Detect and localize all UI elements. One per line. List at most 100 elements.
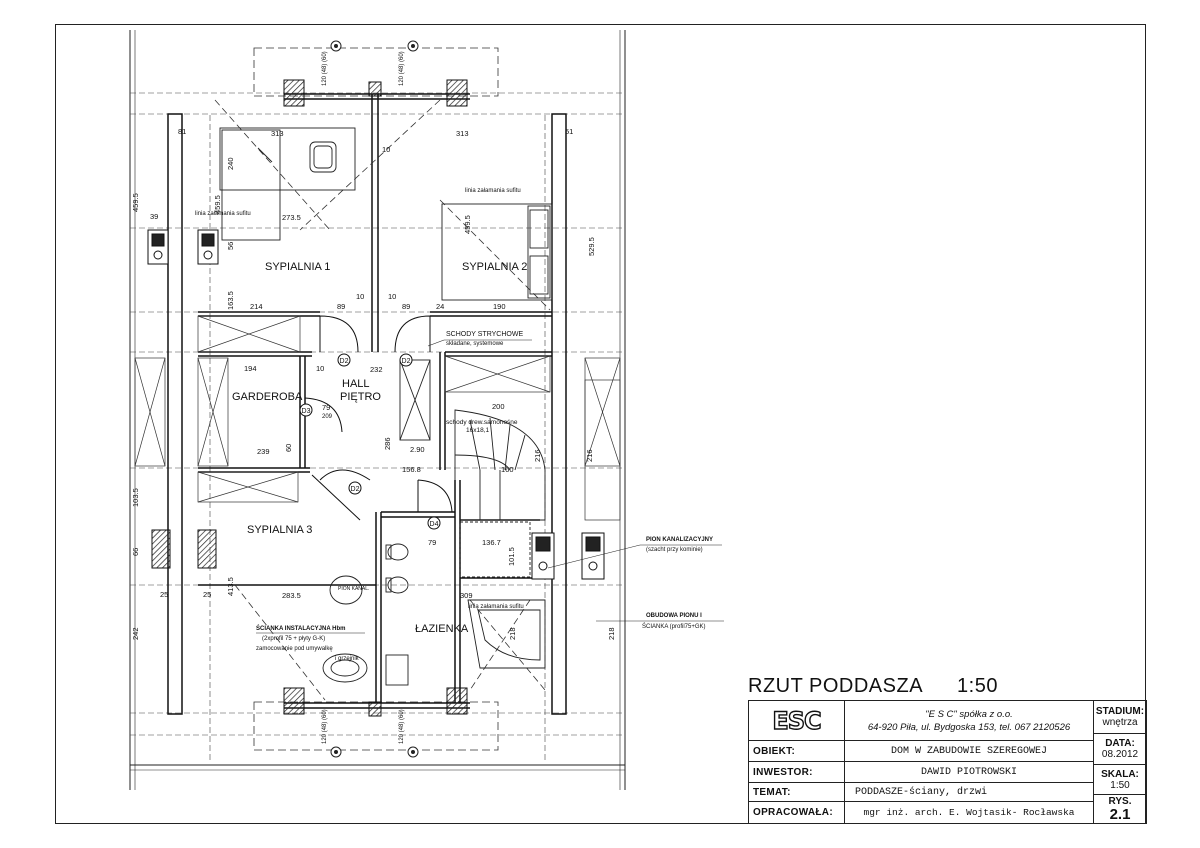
stadium-value: wnętrza xyxy=(1102,717,1138,728)
dim-2735: 273.5 xyxy=(282,213,301,222)
dim-10d: 10 xyxy=(316,364,324,373)
room-labels: SYPIALNIA 1 SYPIALNIA 2 GARDEROBA HALL P… xyxy=(232,261,527,635)
note-linia-3: linia załamania sufitu xyxy=(468,604,524,610)
dim-4135: 413.5 xyxy=(226,577,235,596)
dim-194: 194 xyxy=(244,364,257,373)
dim-1035: 103.5 xyxy=(131,488,140,507)
skala-label: SKALA: xyxy=(1101,768,1139,780)
note-scianka-sub-2: zamocowanie pod umywalkę xyxy=(256,646,333,652)
wardrobe-boxes xyxy=(134,315,621,521)
skala-value: 1:50 xyxy=(1110,779,1130,791)
room-label-garderoba: GARDEROBA xyxy=(232,391,303,403)
sheet-title-text: RZUT PODDASZA xyxy=(748,675,924,697)
dim-25b: 25 xyxy=(203,590,211,599)
dim-242: 242 xyxy=(131,627,140,640)
room-label-sypialnia-2: SYPIALNIA 2 xyxy=(462,261,527,273)
note-scianka-sub-3: i grzejnik xyxy=(335,656,360,662)
drawing-frame xyxy=(55,24,1146,824)
dim-160: 160 xyxy=(501,465,514,474)
door-tag-d2-a: D2 xyxy=(337,353,351,367)
stadium-label: STADIUM: xyxy=(1095,706,1145,717)
dim-218a: 218 xyxy=(508,627,517,640)
sheet-title-scale: 1:50 xyxy=(957,675,998,697)
note-scianka-instalacyjna: ŚCIANKA INSTALACYJNA Hbm xyxy=(256,625,345,632)
dim-190: 190 xyxy=(493,302,506,311)
svg-text:D4: D4 xyxy=(430,521,439,528)
axis-markers xyxy=(330,40,419,758)
dim-313a: 313 xyxy=(271,129,284,138)
dim-81: 81 xyxy=(178,127,186,136)
note-schody-strychowe-sub: składane, systemowe xyxy=(446,341,504,347)
room-label-sypialnia-1: SYPIALNIA 1 xyxy=(265,261,330,273)
dimension-texts: 313 313 240 10 273.5 459.5 459.5 459.5 5… xyxy=(131,51,616,744)
company-name: "E S C" spółka z o.o. xyxy=(925,708,1013,720)
plan-boundary xyxy=(129,30,626,790)
dim-232: 232 xyxy=(370,365,383,374)
dim-1635: 163.5 xyxy=(226,291,235,310)
room-label-sypialnia-3: SYPIALNIA 3 xyxy=(247,524,312,536)
obiekt-value: DOM W ZABUDOWIE SZEREGOWEJ xyxy=(845,741,1094,762)
note-pion-kanal-small: PION KANAL. xyxy=(338,586,369,592)
dim-24: 24 xyxy=(436,302,444,311)
dim-top-1: 120 (48) (60) xyxy=(322,51,328,86)
note-schody-strychowe: SCHODY STRYCHOWE xyxy=(446,331,523,338)
dim-89a: 89 xyxy=(337,302,345,311)
rys-cell: RYS. 2.1 xyxy=(1094,795,1146,823)
dim-4595c: 459.5 xyxy=(463,215,472,234)
dim-286: 286 xyxy=(383,437,392,450)
dim-10b: 10 xyxy=(356,292,364,301)
room-label-pietro: PIĘTRO xyxy=(340,391,381,403)
note-scianka-sub-1: (2xprofil 75 + płyty G-K) xyxy=(262,636,325,642)
dim-240: 240 xyxy=(226,157,235,170)
dim-66: 66 xyxy=(131,548,140,556)
inwestor-value: DAWID PIOTROWSKI xyxy=(845,762,1094,783)
chimney-blocks xyxy=(147,79,605,717)
title-block: ESC "E S C" spółka z o.o. 64-920 Piła, u… xyxy=(748,700,1147,824)
note-schody-drewniane-sub: 16x18,1 xyxy=(466,427,490,434)
opracowala-value: mgr inż. arch. E. Wojtasik- Rocławska xyxy=(845,802,1094,823)
skala-cell: SKALA: 1:50 xyxy=(1094,765,1146,795)
room-label-lazienka: ŁAZIENKA xyxy=(415,623,469,635)
note-obudowa-pionu: OBUDOWA PIONU I xyxy=(646,613,702,619)
svg-text:D3: D3 xyxy=(302,408,311,415)
dim-25a: 25 xyxy=(160,590,168,599)
furniture xyxy=(219,127,553,686)
dim-10a: 10 xyxy=(382,145,390,154)
logo-cell: ESC xyxy=(749,701,845,741)
stadium-cell: STADIUM: wnętrza xyxy=(1094,701,1146,734)
dim-bot-2: 120 (48) (60) xyxy=(399,709,405,744)
dim-4595b: 459.5 xyxy=(213,195,222,214)
dim-290: 2.90 xyxy=(410,445,425,454)
dim-39: 39 xyxy=(150,212,158,221)
dim-216a: 216 xyxy=(533,449,542,462)
data-value: 08.2012 xyxy=(1101,749,1139,760)
note-linia-2: linia załamania sufitu xyxy=(465,188,521,194)
ceiling-break-lines xyxy=(214,99,551,701)
note-schody-drewniane: schody drew.samonośne xyxy=(446,419,518,426)
dim-1568: 156.8 xyxy=(402,465,421,474)
dim-239: 239 xyxy=(257,447,270,456)
note-linia-1: linia załamania sufitu xyxy=(195,211,251,217)
dim-60: 60 xyxy=(284,444,293,452)
dim-209a: 209 xyxy=(322,414,333,420)
dim-10c: 10 xyxy=(388,292,396,301)
dim-bot-1: 120 (48) (60) xyxy=(322,709,328,744)
inwestor-label: INWESTOR: xyxy=(749,762,845,783)
dim-top-2: 120 (48) (60) xyxy=(399,51,405,86)
door-tag-d2-c: D2 xyxy=(348,481,362,495)
esc-logo: ESC xyxy=(772,706,823,735)
data-label: DATA: xyxy=(1105,738,1135,749)
svg-text:D2: D2 xyxy=(340,358,349,365)
dim-2835: 283.5 xyxy=(282,591,301,600)
door-tag-d4: D4 xyxy=(427,516,441,530)
rys-value: 2.1 xyxy=(1109,806,1131,823)
rys-label: RYS. xyxy=(1108,796,1132,807)
sheet-title: RZUT PODDASZA 1:50 xyxy=(748,675,998,698)
dim-1015: 101.5 xyxy=(507,547,516,566)
note-obudowa-pionu-sub: ŚCIANKA (profil75+GK) xyxy=(642,622,706,630)
dim-216b: 216 xyxy=(585,449,594,462)
dim-313b: 313 xyxy=(456,129,469,138)
dim-56: 56 xyxy=(226,242,235,250)
temat-value: PODDASZE-ściany, drzwi xyxy=(845,783,1094,802)
dim-4595a: 459.5 xyxy=(131,193,140,212)
